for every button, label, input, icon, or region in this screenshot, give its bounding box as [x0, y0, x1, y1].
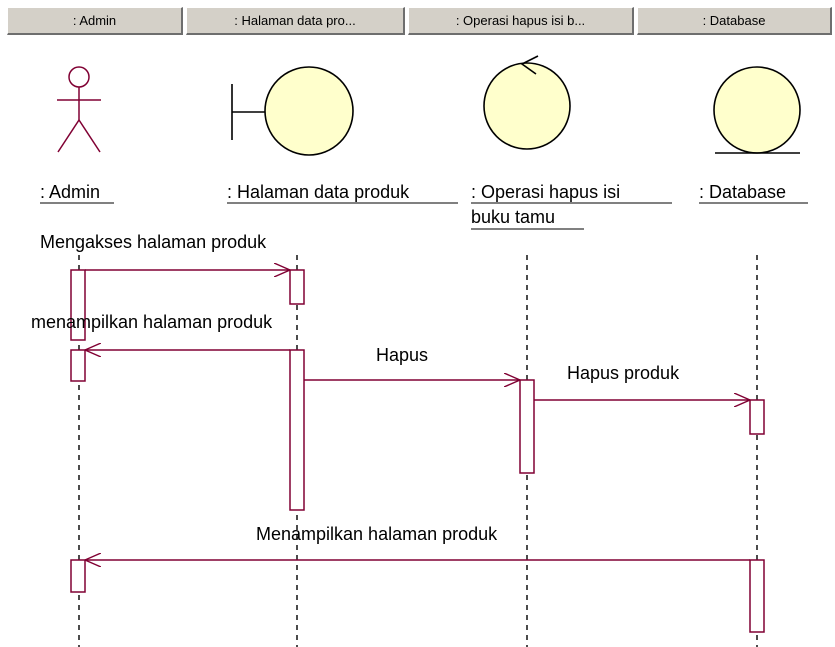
activation-admin-2	[70, 349, 86, 382]
message-label-hapus: Hapus	[376, 345, 428, 365]
message-label-mengakses: Mengakses halaman produk	[40, 232, 267, 252]
participant-name-halaman-data-produk: : Halaman data produk	[227, 182, 410, 202]
activation-database-2	[749, 559, 765, 633]
control-icon[interactable]	[483, 55, 571, 150]
participant-header-bar: : Admin : Halaman data pro... : Operasi …	[0, 0, 835, 37]
activation-operasi-1	[519, 379, 535, 474]
actor-icon[interactable]	[57, 66, 101, 153]
participant-name-database: : Database	[699, 182, 786, 202]
activation-halaman-2	[289, 349, 305, 511]
entity-icon[interactable]	[713, 66, 801, 154]
participant-name-operasi-hapus-line1: : Operasi hapus isi	[471, 182, 620, 202]
header-tab-admin[interactable]: : Admin	[7, 7, 183, 35]
activation-admin-3	[70, 559, 86, 593]
messages: Mengakses halaman produk menampilkan hal…	[31, 232, 750, 560]
boundary-icon[interactable]	[231, 66, 354, 156]
activation-bars	[70, 269, 765, 633]
activation-admin-1	[70, 269, 86, 341]
message-label-menampilkan-akhir: Menampilkan halaman produk	[256, 524, 498, 544]
activation-halaman-1	[289, 269, 305, 305]
participant-name-operasi-hapus-line2: buku tamu	[471, 207, 555, 227]
header-tab-halaman-data-produk[interactable]: : Halaman data pro...	[186, 7, 405, 35]
activation-database-1	[749, 399, 765, 435]
header-tab-database[interactable]: : Database	[637, 7, 832, 35]
message-label-menampilkan: menampilkan halaman produk	[31, 312, 273, 332]
header-tab-operasi-hapus[interactable]: : Operasi hapus isi b...	[408, 7, 634, 35]
participant-names: : Admin : Halaman data produk : Operasi …	[40, 182, 808, 230]
participant-name-admin: : Admin	[40, 182, 100, 202]
message-label-hapus-produk: Hapus produk	[567, 363, 680, 383]
